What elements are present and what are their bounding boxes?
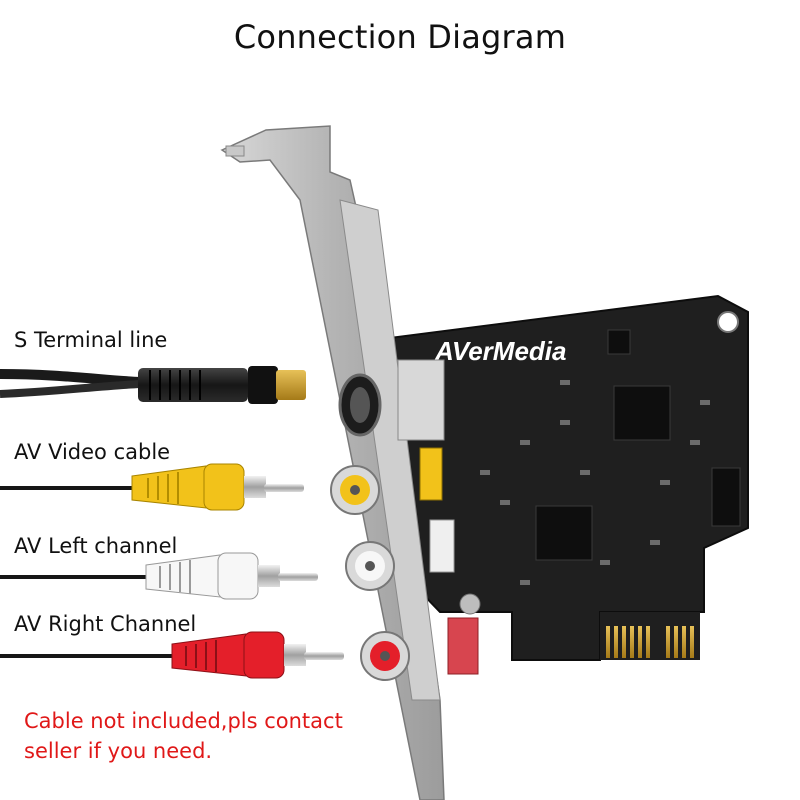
disclaimer-line-1: Cable not included,pls contact	[24, 709, 343, 733]
rca-jack-white	[345, 541, 395, 591]
rca-plug-yellow-icon	[0, 463, 304, 511]
gold-contacts	[606, 626, 694, 658]
page-title: Connection Diagram	[233, 18, 567, 56]
rca-plug-red-icon	[0, 631, 344, 679]
label-av-right: AV Right Channel	[14, 612, 197, 636]
label-av-left: AV Left channel	[14, 534, 178, 558]
disclaimer-line-2: seller if you need.	[24, 739, 213, 763]
brand-logo: AVerMedia	[434, 336, 567, 366]
rca-jack-red	[360, 631, 410, 681]
label-s-terminal: S Terminal line	[14, 328, 168, 352]
s-video-port	[338, 373, 382, 437]
rca-plug-white-icon	[0, 552, 318, 600]
pcb-board: AVerMedia	[389, 294, 749, 661]
s-video-plug-icon	[0, 366, 306, 404]
disclaimer-note: Cable not included,pls contact seller if…	[24, 706, 384, 766]
label-av-video: AV Video cable	[14, 440, 171, 464]
rca-jack-yellow	[330, 465, 380, 515]
